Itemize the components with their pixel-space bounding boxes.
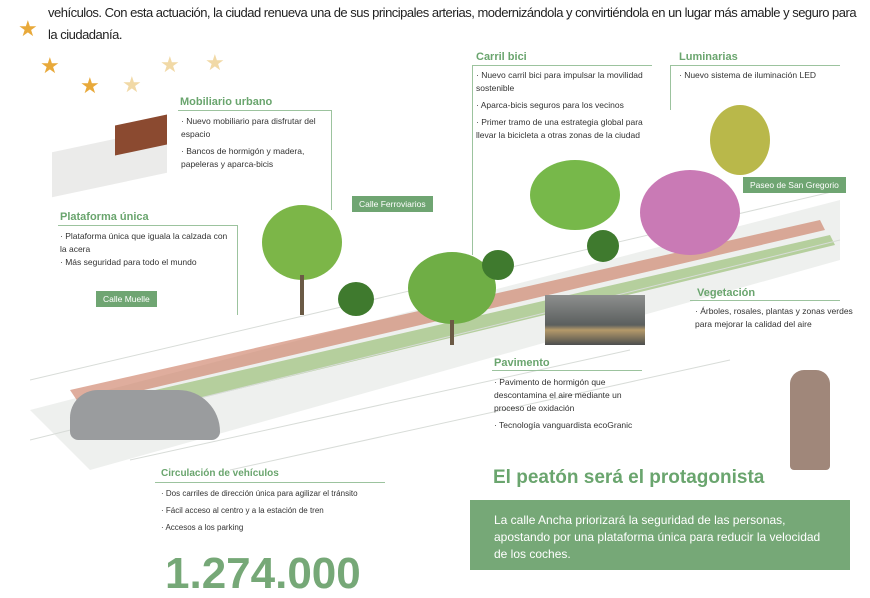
bullet: · Plataforma única que iguala la calzada… bbox=[60, 231, 228, 254]
section-title-carril-bici: Carril bici bbox=[476, 51, 527, 63]
star-icon: ★ bbox=[80, 73, 100, 98]
callout-line bbox=[178, 110, 332, 210]
pavement-sample bbox=[545, 295, 645, 345]
star-icon: ★ bbox=[205, 50, 225, 75]
bullet: · Fácil acceso al centro y a la estación… bbox=[161, 506, 324, 515]
bullet: · Más seguridad para todo el mundo bbox=[60, 257, 197, 267]
flowering-tree bbox=[640, 170, 740, 255]
section-title-plataforma: Plataforma única bbox=[60, 211, 149, 223]
big-number: 1.274.000 bbox=[165, 549, 361, 598]
street-tag-muelle: Calle Muelle bbox=[96, 291, 157, 307]
bullet: · Pavimento de hormigón que descontamina… bbox=[494, 377, 622, 413]
bullet: · Árboles, rosales, plantas y zonas verd… bbox=[695, 306, 853, 329]
callout-line bbox=[472, 65, 652, 255]
tree-trunk bbox=[300, 275, 304, 315]
shrub bbox=[587, 230, 619, 262]
section-title-circulacion: Circulación de vehículos bbox=[161, 468, 279, 479]
section-title-pavimento: Pavimento bbox=[494, 357, 550, 369]
tree bbox=[710, 105, 770, 175]
section-title-vegetacion: Vegetación bbox=[697, 287, 756, 299]
star-icon: ★ bbox=[40, 53, 60, 78]
section-title-luminarias: Luminarias bbox=[679, 51, 738, 63]
callout-box: La calle Ancha priorizará la seguridad d… bbox=[470, 500, 850, 570]
bullet: · Nuevo carril bici para impulsar la mov… bbox=[476, 70, 643, 93]
callout-line bbox=[155, 482, 385, 483]
bullet: · Tecnología vanguardista ecoGranic bbox=[494, 420, 633, 430]
tree bbox=[262, 205, 342, 280]
bullet: · Accesos a los parking bbox=[161, 523, 244, 532]
callout-line bbox=[670, 65, 840, 110]
callout-line bbox=[492, 370, 642, 371]
callout-line bbox=[690, 300, 840, 301]
tree bbox=[408, 252, 496, 324]
star-icon: ★ bbox=[18, 16, 38, 41]
callout-line bbox=[58, 225, 238, 315]
street-illustration bbox=[29, 105, 841, 480]
bullet: · Aparca-bicis seguros para los vecinos bbox=[476, 100, 624, 110]
star-icon: ★ bbox=[160, 52, 180, 77]
bullet: · Bancos de hormigón y madera, papeleras… bbox=[181, 146, 305, 169]
tree bbox=[530, 160, 620, 230]
car bbox=[70, 390, 220, 440]
bullet: · Nuevo sistema de iluminación LED bbox=[679, 70, 817, 80]
shrub bbox=[338, 282, 374, 316]
elderly-couple bbox=[790, 370, 830, 470]
intro-paragraph: vehículos. Con esta actuación, la ciudad… bbox=[48, 5, 857, 42]
shrub bbox=[482, 250, 514, 280]
bullet: · Dos carriles de dirección única para a… bbox=[161, 489, 358, 498]
tree-trunk bbox=[450, 320, 454, 345]
street-tag-ferroviarios: Calle Ferroviarios bbox=[352, 196, 433, 212]
star-icon: ★ bbox=[122, 72, 142, 97]
street-tag-san-gregorio: Paseo de San Gregorio bbox=[743, 177, 846, 193]
bullet: · Primer tramo de una estrategia global … bbox=[476, 117, 643, 140]
section-title-mobiliario: Mobiliario urbano bbox=[180, 96, 273, 108]
headline: El peatón será el protagonista bbox=[493, 467, 765, 488]
bullet: · Nuevo mobiliario para disfrutar del es… bbox=[181, 116, 316, 139]
